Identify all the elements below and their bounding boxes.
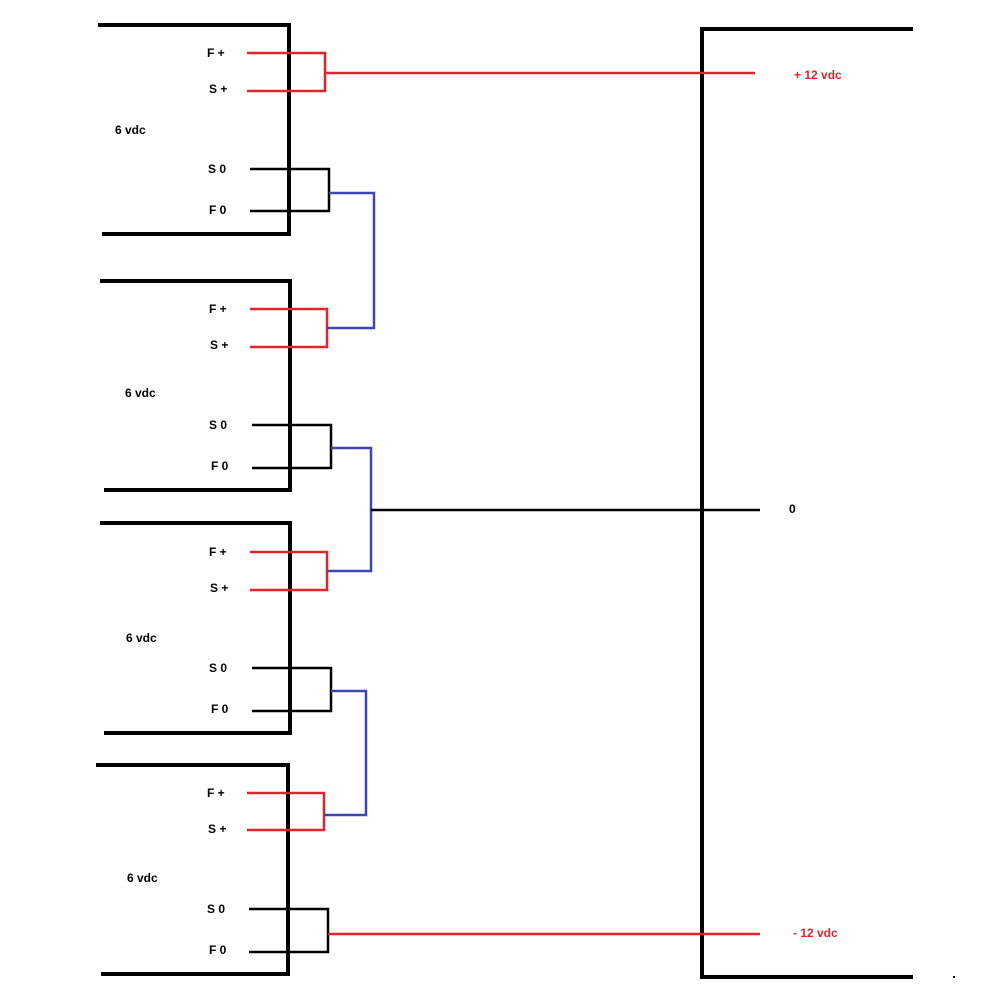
supply-4: 6 vdc F + S + S 0 F 0 [96,763,330,976]
supply-4-zero-bridge [249,907,330,954]
supply-4-box [96,763,290,976]
supply-2-box [100,279,292,492]
supply-2-s-zero-label: S 0 [209,418,227,432]
supply-2-label: 6 vdc [125,386,156,400]
jumper-supply-3-to-4 [324,689,368,817]
supply-1-f-plus-label: F + [207,46,225,60]
supply-1-zero-bridge [250,167,331,213]
supply-2: 6 vdc F + S + S 0 F 0 [100,279,333,492]
supply-4-positive-bridge [247,791,326,832]
supply-3-s-plus-label: S + [210,581,228,595]
supply-3-s-zero-label: S 0 [209,661,227,675]
supply-1-s-plus-label: S + [209,82,227,96]
supply-1-label: 6 vdc [115,123,146,137]
supply-3-label: 6 vdc [126,631,157,645]
supply-1: 6 vdc F + S + S 0 F 0 [98,23,331,236]
supply-4-f-plus-label: F + [207,786,225,800]
supply-1-positive-bridge [247,51,327,93]
positive-output-label: + 12 vdc [794,68,842,82]
zero-output-label: 0 [789,502,796,516]
supply-2-s-plus-label: S + [210,338,228,352]
output-terminal-block [700,27,913,979]
supply-4-f-zero-label: F 0 [209,943,227,957]
negative-output-label: - 12 vdc [793,926,838,940]
supply-4-s-zero-label: S 0 [207,902,225,916]
supply-3-f-plus-label: F + [209,545,227,559]
supply-2-zero-bridge [252,423,333,470]
supply-2-f-zero-label: F 0 [211,459,229,473]
supply-3: 6 vdc F + S + S 0 F 0 [100,521,333,735]
supply-4-s-plus-label: S + [208,822,226,836]
supply-3-f-zero-label: F 0 [211,702,229,716]
jumper-supply-2-to-3 [327,446,373,573]
supply-1-f-zero-label: F 0 [209,203,227,217]
jumper-supply-1-to-2 [327,191,376,330]
supply-3-zero-bridge [252,666,333,713]
corner-speck-mark [953,976,955,978]
supply-3-box [100,521,292,735]
supply-2-f-plus-label: F + [209,302,227,316]
supply-1-box [98,23,291,236]
supply-1-s-zero-label: S 0 [208,162,226,176]
supply-4-label: 6 vdc [127,871,158,885]
